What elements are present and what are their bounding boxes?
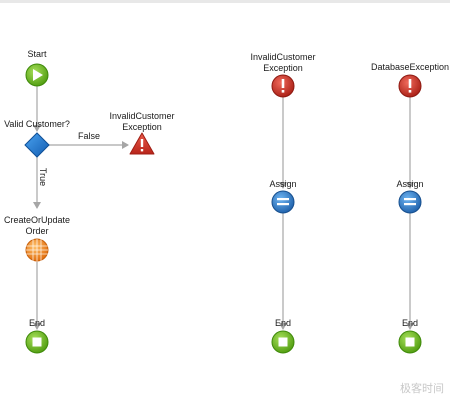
- exclamation-icon: [408, 79, 412, 93]
- start-node[interactable]: [25, 63, 49, 87]
- handler-label-line2: Exception: [263, 63, 303, 73]
- stop-icon: [32, 337, 42, 347]
- end-label-flow3: End: [401, 318, 418, 328]
- action-node-create-or-update-order[interactable]: [25, 238, 49, 262]
- stop-icon: [278, 337, 288, 347]
- toolbar-strip: [0, 0, 450, 3]
- assign-node-flow3[interactable]: [398, 190, 422, 214]
- end-label-flow1: End: [28, 318, 45, 328]
- false-branch-label: False: [77, 131, 100, 141]
- raise-exception-node[interactable]: [129, 132, 155, 155]
- decision-label: Valid Customer?: [4, 119, 70, 129]
- exclamation-icon: [140, 139, 144, 152]
- end-node-flow1[interactable]: [25, 330, 49, 354]
- decision-node[interactable]: [24, 132, 50, 158]
- assign-label-flow2: Assign: [269, 179, 297, 189]
- stop-icon: [405, 337, 415, 347]
- handler-label-line1: InvalidCustomer: [250, 52, 316, 62]
- action-label-line1: CreateOrUpdate: [3, 215, 71, 225]
- end-node-flow3[interactable]: [398, 330, 422, 354]
- db-handler-label: DatabaseException: [370, 62, 450, 72]
- assign-label-flow3: Assign: [396, 179, 424, 189]
- exclamation-icon: [281, 79, 285, 93]
- raise-exception-label-line1: InvalidCustomer: [109, 111, 175, 121]
- equals-icon: [404, 198, 416, 206]
- start-label: Start: [27, 49, 47, 59]
- play-icon: [33, 69, 43, 81]
- raise-exception-label-line2: Exception: [122, 122, 162, 132]
- watermark: 极客时间: [400, 382, 444, 395]
- assign-node-flow2[interactable]: [271, 190, 295, 214]
- end-label-flow2: End: [274, 318, 291, 328]
- action-label-line2: Order: [25, 226, 49, 236]
- exception-handler-invalid-customer[interactable]: [271, 74, 295, 98]
- end-node-flow2[interactable]: [271, 330, 295, 354]
- true-branch-label: True: [38, 168, 48, 186]
- equals-icon: [277, 198, 289, 206]
- exception-handler-database[interactable]: [398, 74, 422, 98]
- globe-grid-icon: [26, 239, 48, 261]
